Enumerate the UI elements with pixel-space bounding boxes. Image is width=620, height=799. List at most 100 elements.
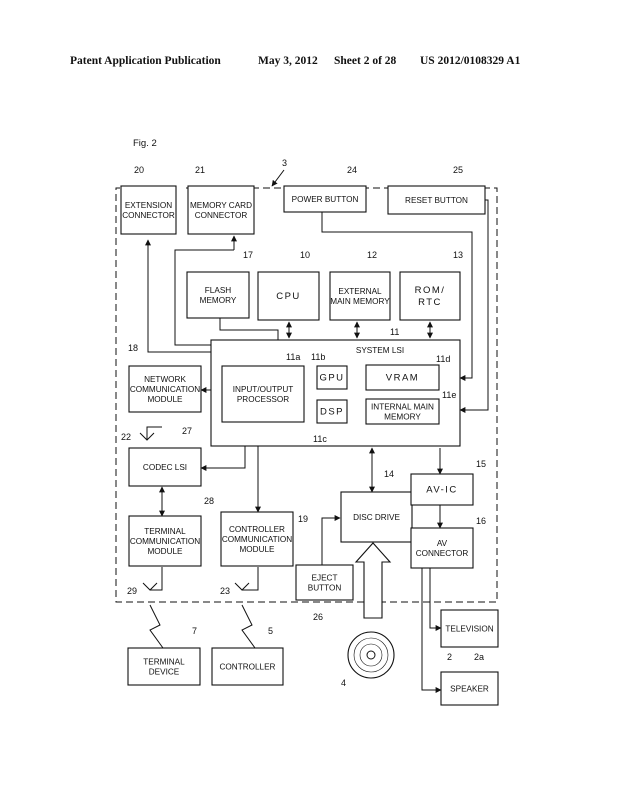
av-ic-box: [410, 473, 474, 506]
extension-connector-box: [120, 185, 177, 235]
ref-antenna-terminal: 29: [127, 586, 137, 596]
extension-connector-ref: 20: [134, 165, 144, 175]
gpu-label: GPU: [319, 373, 344, 384]
terminal-module-label: MODULE: [147, 547, 183, 556]
cpu-box: [257, 271, 320, 321]
header-sheet: Sheet 2 of 28: [334, 55, 397, 67]
speaker-ref: 2a: [474, 652, 484, 662]
av-connector-label: CONNECTOR: [416, 549, 469, 558]
disc-drive-ref: 14: [384, 469, 394, 479]
disc-drive-label: DISC DRIVE: [353, 513, 400, 522]
header-date: May 3, 2012: [258, 55, 318, 67]
gpu-box: [316, 365, 348, 390]
reset-button-ref: 25: [453, 165, 463, 175]
terminal-module-label: COMMUNICATION: [130, 537, 200, 546]
ref-antenna-network: 22: [121, 432, 131, 442]
reset-button-box: [387, 185, 486, 215]
ref-antenna-controller: 23: [220, 586, 230, 596]
terminal-device-ref: 7: [192, 626, 197, 636]
external-main-memory-label: MAIN MEMORY: [330, 297, 390, 306]
controller-ref: 5: [268, 626, 273, 636]
controller-module-label: COMMUNICATION: [222, 535, 292, 544]
antenna-icon-network: [139, 432, 155, 441]
eject-button-box: [295, 564, 354, 601]
av-connector-label: AV: [437, 539, 448, 548]
network-module-label: MODULE: [147, 395, 183, 404]
television-box: [440, 609, 499, 648]
rom-rtc-box: [399, 271, 461, 321]
controller-module-label: MODULE: [239, 545, 275, 554]
power-button-label: POWER BUTTON: [292, 195, 359, 204]
controller-module-ref: 19: [298, 514, 308, 524]
controller-box: [211, 647, 284, 686]
extension-connector-label: CONNECTOR: [122, 211, 175, 220]
external-main-memory-ref: 12: [367, 250, 377, 260]
internal-main-memory-label: INTERNAL MAIN: [371, 403, 434, 412]
rom-rtc-ref: 13: [453, 250, 463, 260]
terminal-device-label: TERMINAL: [143, 658, 185, 667]
network-module-label: COMMUNICATION: [130, 385, 200, 394]
speaker-label: SPEAKER: [450, 685, 489, 694]
terminal-device-box: [127, 647, 201, 686]
internal-main-memory-label: MEMORY: [384, 413, 421, 422]
network-module-label: NETWORK: [144, 375, 186, 384]
speaker-box: [440, 671, 499, 706]
cpu-label: CPU: [276, 291, 301, 302]
memory-card-connector-label: MEMORY CARD: [190, 201, 252, 210]
flash-memory-box: [186, 271, 250, 319]
terminal-module-box: [128, 515, 202, 567]
internal-main-memory-ref: 11e: [442, 390, 456, 400]
disc-drive-box: [340, 491, 413, 543]
av-ic-ref: 15: [476, 459, 486, 469]
vram-label: VRAM: [386, 373, 419, 384]
antenna-icon-terminal: [142, 582, 158, 591]
figure-label: Fig. 2: [133, 138, 157, 149]
network-module-box: [128, 365, 202, 413]
extension-connector-label: EXTENSION: [125, 201, 172, 210]
system-lsi-ref: 11: [390, 327, 399, 337]
vram-box: [365, 364, 440, 391]
flash-memory-ref: 17: [243, 250, 253, 260]
codec-lsi-label: CODEC LSI: [143, 463, 187, 472]
antenna-icon-controller: [234, 582, 250, 591]
controller-module-box: [220, 511, 294, 567]
television-ref: 2: [447, 652, 452, 662]
av-ic-label: AV-IC: [426, 485, 458, 496]
av-connector-ref: 16: [476, 516, 486, 526]
rom-rtc-label: RTC: [418, 297, 442, 308]
codec-lsi-box: [128, 447, 202, 487]
io-processor-box: [221, 365, 305, 423]
eject-button-label: EJECT: [312, 574, 338, 583]
header-publication: Patent Application Publication: [70, 55, 221, 67]
dsp-label: DSP: [320, 407, 344, 418]
cpu-ref: 10: [300, 250, 310, 260]
internal-main-memory-box: [365, 398, 440, 425]
optical-disc-icon: [347, 631, 395, 679]
dsp-box: [316, 399, 348, 424]
memory-card-connector-box: [187, 185, 255, 235]
external-main-memory-box: [329, 271, 391, 321]
vram-ref: 11d: [436, 354, 450, 364]
memory-card-connector-ref: 21: [195, 165, 205, 175]
external-main-memory-label: EXTERNAL: [338, 287, 382, 296]
codec-lsi-ref: 27: [182, 426, 192, 436]
flash-memory-label: FLASH: [205, 286, 231, 295]
disc-insert-arrow: [354, 542, 392, 619]
io-processor-label: INPUT/OUTPUT: [233, 385, 294, 394]
flash-memory-label: MEMORY: [200, 296, 237, 305]
controller-module-label: CONTROLLER: [229, 525, 285, 534]
reset-button-label: RESET BUTTON: [405, 196, 468, 205]
television-label: TELEVISION: [445, 625, 493, 634]
io-processor-ref: 11a: [286, 352, 300, 362]
power-button-ref: 24: [347, 165, 357, 175]
controller-label: CONTROLLER: [220, 663, 276, 672]
terminal-module-ref: 28: [204, 496, 214, 506]
gpu-ref: 11b: [311, 352, 325, 362]
network-module-ref: 18: [128, 343, 138, 353]
eject-button-label: BUTTON: [308, 584, 342, 593]
power-button-box: [283, 185, 367, 213]
rom-rtc-label: ROM/: [415, 285, 446, 296]
